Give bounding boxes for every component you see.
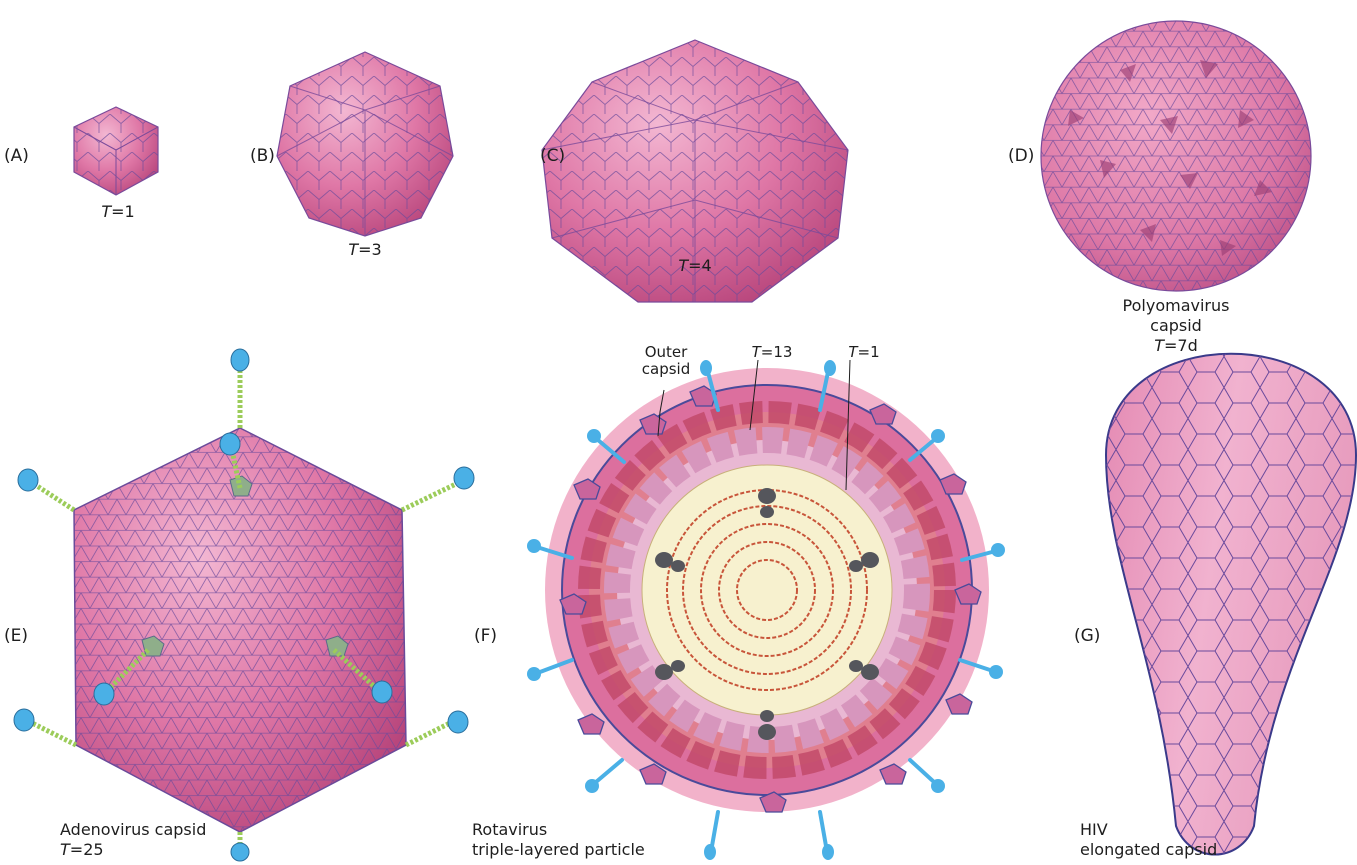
panel-d-letter: (D) (1008, 146, 1034, 166)
t-value: =4 (688, 256, 712, 275)
panel-g-letter: (G) (1074, 626, 1100, 646)
t-value: =1 (111, 202, 135, 221)
capsid-b (270, 45, 460, 245)
caption-f: Rotavirus triple-layered particle (472, 820, 645, 860)
capsid-e (14, 349, 474, 861)
annotation-outer-capsid: Outer capsid (636, 344, 696, 377)
caption-g: HIV elongated capsid (1080, 820, 1217, 860)
panel-b-letter: (B) (250, 146, 275, 166)
caption-g-line2: elongated capsid (1080, 840, 1217, 860)
panel-a-letter: (A) (4, 146, 29, 166)
panel-f-letter: (F) (474, 626, 497, 646)
caption-f-line1: Rotavirus (472, 820, 645, 840)
caption-f-line2: triple-layered particle (472, 840, 645, 860)
capsid-g (1100, 330, 1357, 865)
annotation-outer-line1: Outer (636, 344, 696, 361)
panel-c-letter: (C) (540, 146, 565, 166)
caption-e-name: Adenovirus capsid (60, 820, 206, 840)
caption-e: Adenovirus capsid T=25 (60, 820, 206, 860)
t-symbol: T (678, 256, 688, 275)
annotation-outer-line2: capsid (636, 361, 696, 378)
caption-c: T=4 (673, 256, 717, 276)
t-value: =13 (761, 343, 793, 361)
annotation-t13: T=13 (742, 344, 802, 361)
panel-e-letter: (E) (4, 626, 28, 646)
t-symbol: T (1154, 336, 1164, 355)
capsid-f (527, 360, 1005, 860)
capsid-a (60, 100, 170, 200)
caption-a: T=1 (96, 202, 140, 222)
caption-g-line1: HIV (1080, 820, 1217, 840)
t-value: =25 (70, 840, 104, 859)
caption-d-name: Polyomavirus capsid (1096, 296, 1256, 336)
t-value: =1 (858, 343, 880, 361)
caption-b: T=3 (343, 240, 387, 260)
t-symbol: T (752, 343, 761, 361)
caption-d: Polyomavirus capsid T=7d (1096, 296, 1256, 356)
annotation-t1: T=1 (842, 344, 886, 361)
t-symbol: T (848, 343, 857, 361)
t-value: =3 (358, 240, 382, 259)
t-value: =7d (1164, 336, 1198, 355)
t-symbol: T (348, 240, 358, 259)
t-symbol: T (60, 840, 70, 859)
caption-d-t: T=7d (1096, 336, 1256, 356)
capsid-d (1040, 20, 1312, 292)
t-symbol: T (101, 202, 111, 221)
caption-e-t: T=25 (60, 840, 206, 860)
